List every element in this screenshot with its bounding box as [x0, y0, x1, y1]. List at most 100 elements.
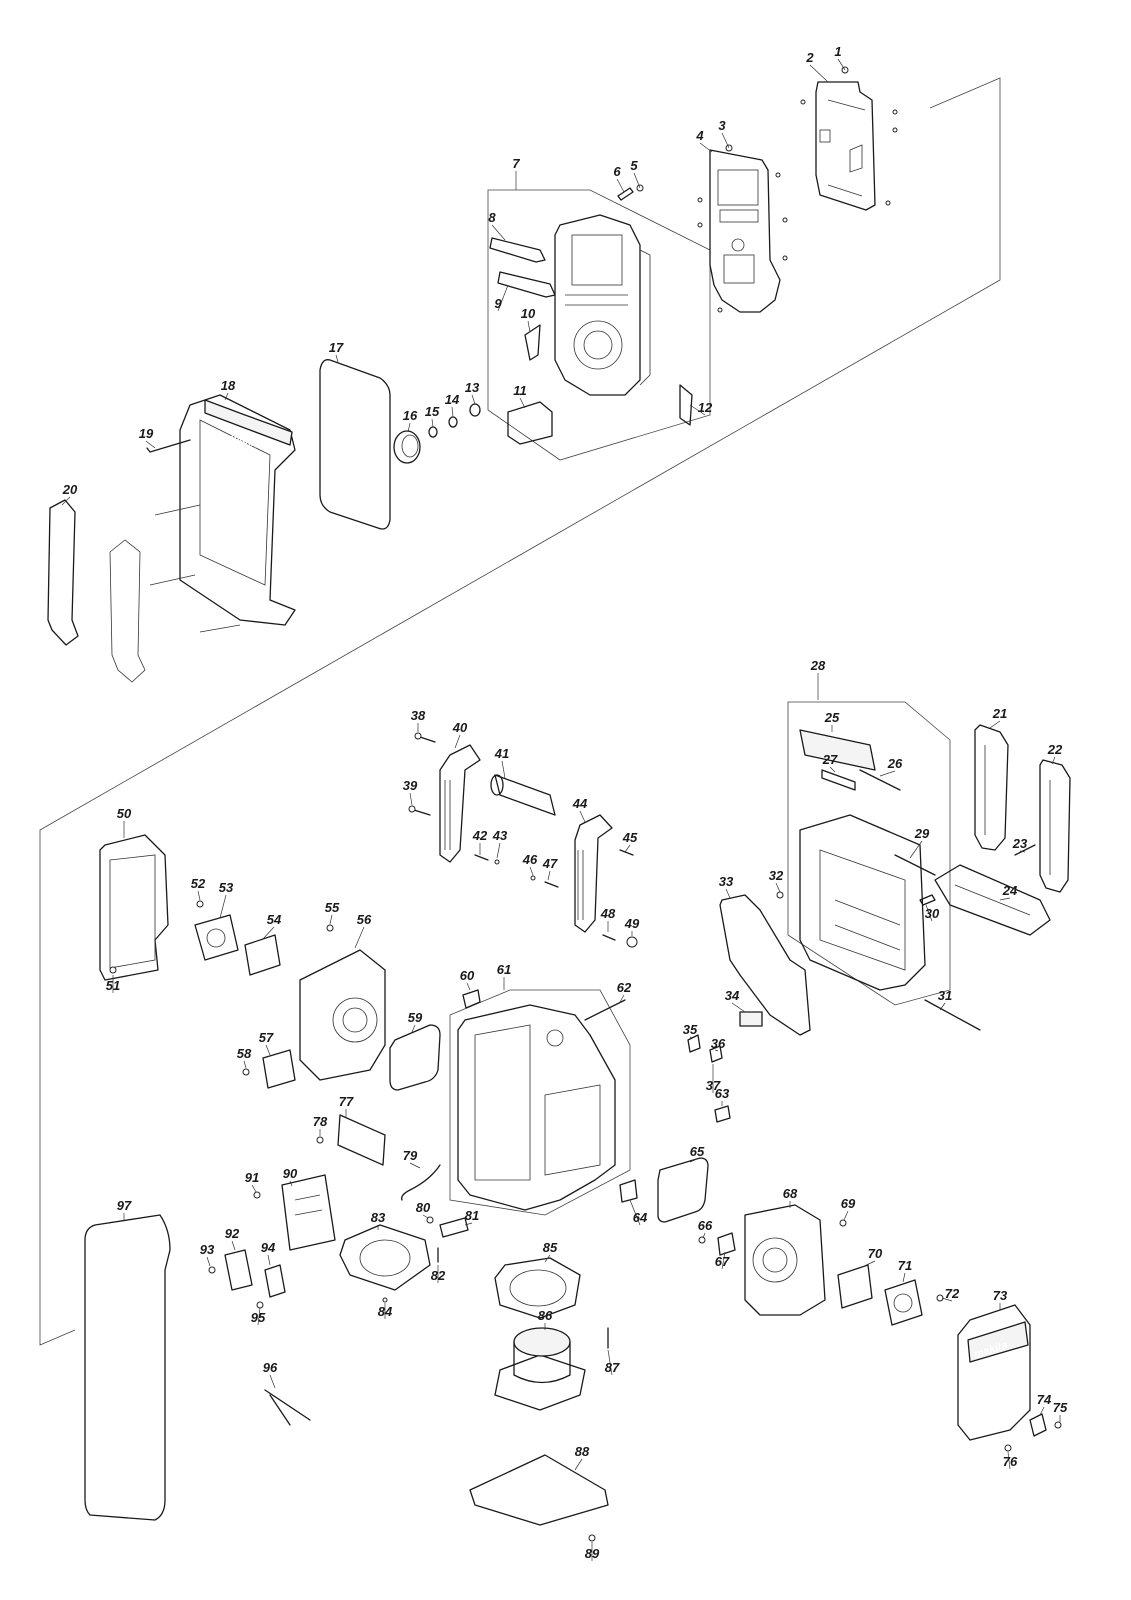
callout-label-67: 67	[715, 1254, 730, 1269]
callout-label-15: 15	[425, 404, 440, 419]
part-35-clip	[687, 1034, 701, 1053]
callout-label-1: 1	[834, 44, 841, 59]
part-85-gasket	[494, 1257, 581, 1319]
callout-label-87: 87	[605, 1360, 620, 1375]
callout-label-26: 26	[887, 756, 903, 771]
callout-label-93: 93	[200, 1242, 215, 1257]
leader-line-36	[714, 1049, 719, 1052]
callout-label-35: 35	[683, 1022, 698, 1037]
callout-label-29: 29	[914, 826, 930, 841]
callout-label-78: 78	[313, 1114, 328, 1129]
part-20-handle	[47, 499, 79, 646]
part-12-clip	[679, 384, 693, 426]
part-89-screw	[588, 1534, 596, 1542]
callout-label-95: 95	[251, 1310, 266, 1325]
part-83-gasket	[339, 1224, 431, 1291]
leader-line-27	[829, 766, 836, 773]
part-17-gasket	[319, 359, 391, 530]
part-86-woofer	[494, 1327, 586, 1411]
part-39-bolt	[408, 805, 431, 816]
callout-label-31: 31	[938, 988, 952, 1003]
part-76-screw	[1004, 1444, 1012, 1452]
leader-line-4	[699, 142, 713, 153]
callout-label-97: 97	[117, 1198, 132, 1213]
leader-line-22	[1051, 756, 1056, 765]
leader-line-59	[411, 1024, 416, 1033]
callout-label-75: 75	[1053, 1400, 1068, 1415]
part-71-tweeter	[884, 1279, 923, 1326]
part-8-strip	[489, 237, 546, 263]
callout-label-61: 61	[497, 962, 511, 977]
callout-label-86: 86	[538, 1308, 553, 1323]
callout-label-72: 72	[945, 1286, 960, 1301]
part-34-pad	[739, 1011, 763, 1027]
part-29-rod	[894, 854, 936, 876]
part-68-speaker-housing	[744, 1204, 826, 1316]
part-46-screw	[530, 875, 536, 881]
callout-label-22: 22	[1047, 742, 1063, 757]
callout-label-45: 45	[622, 830, 638, 845]
part-58-screw	[242, 1068, 250, 1076]
part-84-screw	[382, 1297, 388, 1303]
callout-label-83: 83	[371, 1210, 386, 1225]
leader-line-21	[989, 720, 1001, 729]
part-55-screw	[326, 924, 334, 932]
leader-line-23	[1019, 850, 1026, 853]
part-14-washer	[448, 416, 458, 428]
part-65-pad	[657, 1157, 709, 1223]
leader-line-1	[837, 58, 846, 71]
screws-18	[149, 504, 241, 633]
leader-line-2	[809, 64, 829, 83]
part-70-pad	[837, 1264, 873, 1309]
leader-line-24	[999, 897, 1011, 901]
part-66-screw	[698, 1236, 706, 1244]
callout-label-91: 91	[245, 1170, 259, 1185]
part-69-screw	[839, 1219, 847, 1227]
callout-label-76: 76	[1003, 1454, 1018, 1469]
callout-label-44: 44	[572, 796, 588, 811]
callout-label-63: 63	[715, 1086, 730, 1101]
callout-label-21: 21	[992, 706, 1007, 721]
part-92-bracket	[224, 1249, 253, 1291]
part-28-housing	[799, 814, 926, 991]
part-47-pin	[544, 881, 559, 888]
part-25-grille	[799, 729, 876, 771]
part-16-knob	[393, 430, 421, 464]
leader-line-64	[629, 1199, 641, 1226]
leader-line-12	[689, 404, 706, 416]
part-36-clip	[709, 1045, 723, 1063]
part-50-side-panel	[99, 834, 169, 981]
callout-label-39: 39	[403, 778, 418, 793]
leader-line-71	[902, 1272, 906, 1283]
callout-label-48: 48	[600, 906, 616, 921]
leader-line-92	[231, 1240, 236, 1251]
callout-label-14: 14	[445, 392, 460, 407]
callout-label-90: 90	[283, 1166, 298, 1181]
callout-label-11: 11	[513, 383, 527, 398]
part-60-knob	[462, 989, 481, 1009]
callout-label-52: 52	[191, 876, 206, 891]
leader-line-5	[633, 172, 641, 189]
callout-label-2: 2	[805, 50, 814, 65]
callout-label-37: 37	[706, 1078, 721, 1093]
leader-line-94	[267, 1254, 271, 1266]
upper-assembly-boundary	[39, 77, 1001, 1346]
leader-line-8	[491, 224, 506, 241]
part-10-clip	[524, 324, 541, 361]
part-15-ring	[428, 426, 438, 438]
part-38-bolt	[414, 732, 436, 743]
callout-label-66: 66	[698, 1218, 713, 1233]
callout-label-56: 56	[357, 912, 372, 927]
leader-line-79	[409, 1162, 421, 1169]
callout-label-79: 79	[403, 1148, 418, 1163]
group-outline-7	[487, 189, 711, 461]
leader-line-47	[547, 870, 551, 881]
part-54-pad	[244, 934, 281, 976]
leader-line-9	[497, 284, 509, 312]
handle-ghost	[109, 539, 146, 683]
leader-line-26	[879, 770, 896, 777]
leader-line-72	[941, 1297, 953, 1302]
part-51-screw	[109, 966, 117, 974]
callout-layer: 1234567891011121314151617181920212223242…	[61, 44, 1068, 1561]
